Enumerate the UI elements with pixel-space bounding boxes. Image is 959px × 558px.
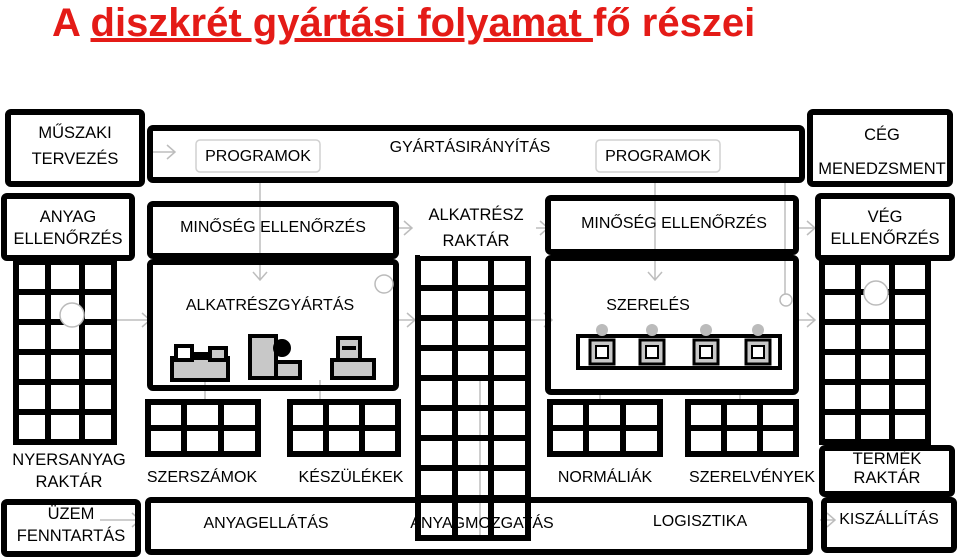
szerszamok-rack	[145, 399, 261, 457]
uzem-line1: ÜZEM	[47, 505, 95, 523]
termek-box	[819, 445, 955, 497]
anyagellatas-label: ANYAGELLÁTÁS	[203, 515, 329, 532]
termek-line2: RAKTÁR	[853, 469, 921, 487]
minoseg-right-label: MINŐSÉG ELLENŐRZÉS	[581, 215, 767, 232]
nyersanyag-raktar-label: NYERSANYAG RAKTÁR	[2, 449, 136, 493]
nyersanyag-rack	[13, 259, 117, 445]
termek-raktar-label: TERMÉK RAKTÁR	[822, 450, 952, 488]
kiszallitas-label: KISZÁLLÍTÁS	[839, 511, 939, 528]
veg-ellenorzes-label: VÉG ELLENŐRZÉS	[818, 206, 952, 250]
uzem-box	[1, 499, 141, 557]
nyersanyag-line1: NYERSANYAG	[12, 451, 126, 469]
anyag-line1: ANYAG	[39, 208, 97, 226]
title-underlined: diszkrét gyártási folyamat	[90, 1, 593, 45]
alkatresz-line1: ALKATRÉSZ	[428, 206, 524, 224]
anyag-box	[1, 193, 135, 261]
title-prefix: A	[52, 1, 91, 45]
szerelvenyek-rack	[685, 399, 799, 457]
programok-right-box	[595, 139, 721, 173]
alkatresz-line2: RAKTÁR	[442, 232, 510, 250]
uzem-fenntartas-label: ÜZEM FENNTARTÁS	[4, 503, 138, 547]
normaliak-rack	[547, 399, 663, 457]
logisztika-label: LOGISZTIKA	[652, 513, 748, 530]
anyagmozgatas-label: ANYAGMOZGATÁS	[410, 515, 554, 532]
ceg-line2: MENEDZSMENT	[818, 160, 946, 178]
lathe-machine-icon	[170, 344, 230, 382]
veg-box	[815, 193, 955, 261]
ceg-box	[807, 109, 953, 187]
alkatreszgyartas-box	[147, 259, 399, 391]
minoseg-left-label: MINŐSÉG ELLENŐRZÉS	[180, 219, 366, 236]
nyersanyag-line2: RAKTÁR	[35, 473, 103, 491]
veg-line2: ELLENŐRZÉS	[830, 230, 940, 248]
drill-machine-icon	[330, 336, 376, 380]
title-suffix: fő részei	[592, 1, 756, 45]
minoseg-left-box	[147, 201, 399, 259]
anyagellatas-box	[145, 497, 813, 555]
programok-left-label: PROGRAMOK	[205, 148, 311, 165]
muszaki-line1: MŰSZAKI	[38, 124, 112, 142]
gyartasiranyitas-box	[147, 125, 805, 183]
veg-line1: VÉG	[867, 208, 903, 226]
page-title: A diszkrét gyártási folyamat fő részei	[52, 0, 932, 52]
muszaki-line2: TERVEZÉS	[31, 150, 119, 168]
muszaki-box	[5, 109, 145, 187]
milling-machine-icon	[248, 334, 302, 380]
programok-right-label: PROGRAMOK	[605, 148, 711, 165]
szereles-box	[545, 255, 799, 395]
alkatresz-rack	[415, 255, 531, 541]
anyag-ellenorzes-label: ANYAG ELLENŐRZÉS	[4, 206, 132, 250]
ceg-line1: CÉG	[864, 126, 900, 144]
szerelvenyek-label: SZERELVÉNYEK	[689, 469, 815, 486]
alkatresz-raktar-label: ALKATRÉSZ RAKTÁR	[416, 204, 536, 252]
szereles-label: SZERELÉS	[606, 297, 690, 314]
programok-left-box	[195, 139, 321, 173]
keszulekek-rack	[287, 399, 401, 457]
assembly-line-icon	[576, 324, 782, 370]
normaliak-label: NORMÁLIÁK	[557, 469, 653, 486]
kiszallitas-box	[821, 497, 957, 553]
szerszamok-label: SZERSZÁMOK	[146, 469, 258, 486]
ceg-menedzsment-label: CÉG MENEDZSMENT	[812, 124, 952, 180]
nyersanyag-box	[6, 448, 134, 498]
minoseg-right-box	[545, 195, 799, 255]
keszulekek-label: KÉSZÜLÉKEK	[298, 469, 404, 486]
alkatreszgyartas-label: ALKATRÉSZGYÁRTÁS	[185, 297, 355, 314]
anyag-line2: ELLENŐRZÉS	[13, 230, 123, 248]
termek-line1: TERMÉK	[852, 450, 922, 468]
gyartasiranyitas-label: GYÁRTÁSIRÁNYÍTÁS	[389, 139, 551, 156]
muszaki-tervezes-label: MŰSZAKI TERVEZÉS	[16, 122, 134, 170]
uzem-line2: FENNTARTÁS	[16, 527, 126, 545]
